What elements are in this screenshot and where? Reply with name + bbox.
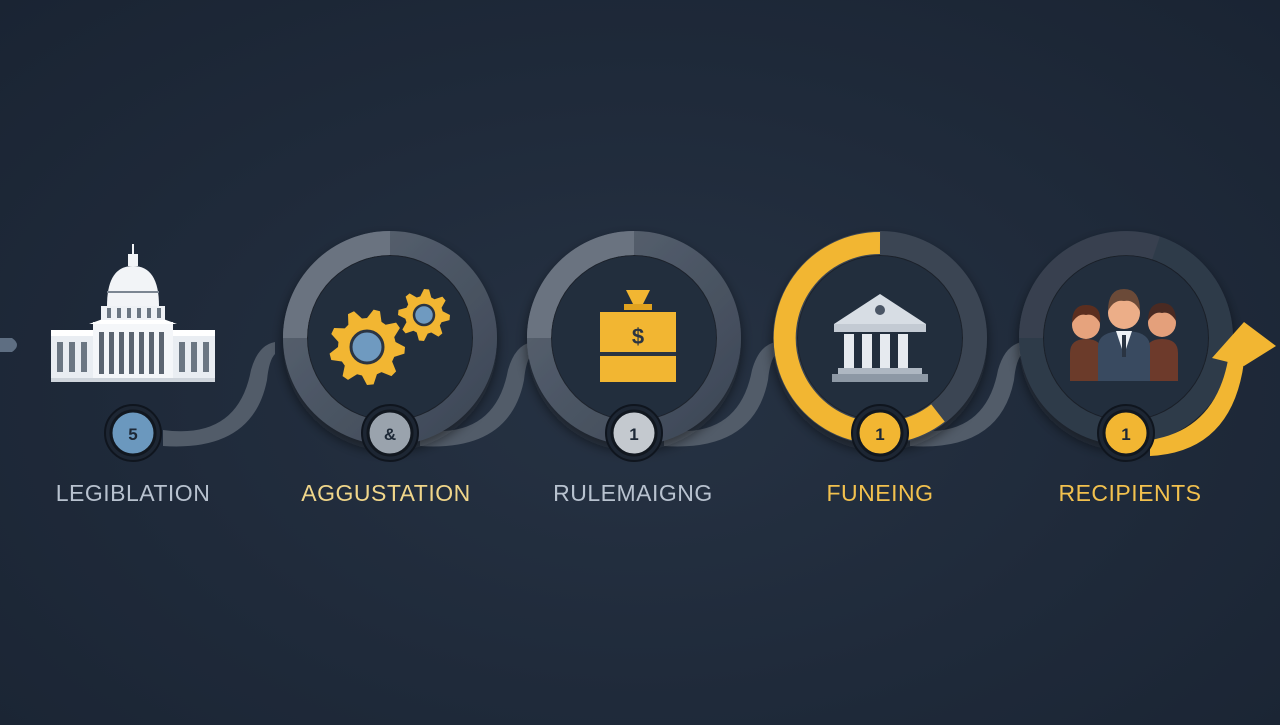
bank-icon (832, 294, 928, 382)
step-badge-3: 1 (605, 404, 663, 462)
connector-3 (664, 342, 776, 447)
money-bag-icon: $ (600, 290, 676, 382)
step-badge-number-3: 1 (629, 425, 638, 444)
step-badges: 5 & 1 1 1 (104, 404, 1155, 462)
step-label-5: RECIPIENTS (1058, 480, 1202, 506)
step-label-4: FUNEING (826, 480, 934, 506)
step-badge-4: 1 (851, 404, 909, 462)
step-badge-number-1: 5 (128, 425, 137, 444)
step-badge-number-2: & (384, 425, 396, 444)
people-icon (1070, 289, 1178, 381)
step-badge-number-5: 1 (1121, 425, 1130, 444)
step-badge-number-4: 1 (875, 425, 884, 444)
connector-1 (163, 342, 275, 447)
step-label-1: LEGIBLATION (55, 480, 211, 506)
step-label-2: AGGUSTATION (301, 480, 471, 506)
gears-icon (329, 289, 450, 385)
connector-4 (910, 342, 1022, 447)
step-badge-1: 5 (104, 404, 162, 462)
step-badge-5: 1 (1097, 404, 1155, 462)
step-label-3: RULEMAIGNG (553, 480, 713, 506)
entry-connector (0, 338, 17, 352)
money-bag-symbol: $ (632, 324, 644, 349)
exit-arrow-head (1212, 322, 1276, 366)
step-badge-2: & (361, 404, 419, 462)
connector-2 (420, 342, 532, 447)
capitol-icon (51, 244, 215, 382)
step-connectors (163, 342, 1022, 447)
exit-arrow-curve (1150, 360, 1244, 456)
exit-arrow (1150, 322, 1276, 456)
